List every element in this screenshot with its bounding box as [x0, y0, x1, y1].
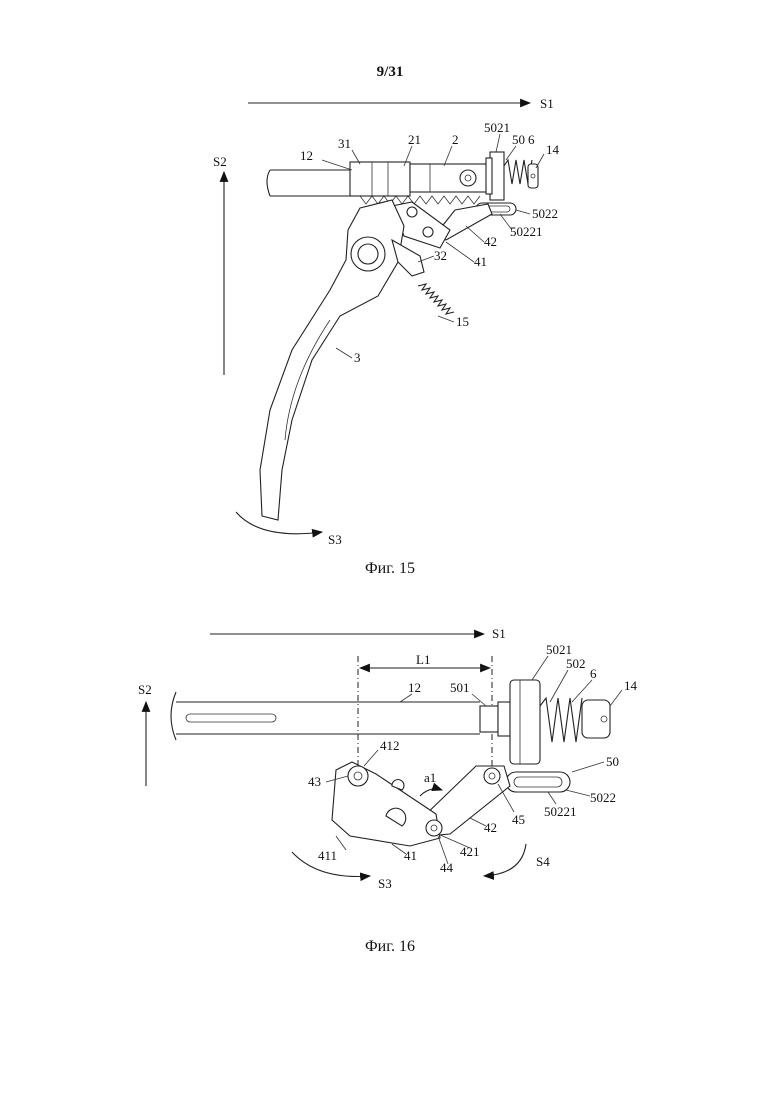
- spring-6: [540, 698, 582, 742]
- spring-15: [418, 284, 454, 314]
- collar-501: [480, 706, 498, 732]
- s3-label: S3: [328, 532, 342, 547]
- figure-15-caption: Фиг. 15: [0, 560, 780, 578]
- label-6: 6: [528, 132, 535, 147]
- label-6: 6: [590, 666, 597, 681]
- label-14: 14: [546, 142, 560, 157]
- label-14: 14: [624, 678, 638, 693]
- label-5022: 5022: [590, 790, 616, 805]
- label-L1: L1: [416, 652, 430, 667]
- label-411: 411: [318, 848, 337, 863]
- rod-12: [267, 170, 350, 196]
- figure-16-caption: Фиг. 16: [0, 938, 780, 956]
- rod-12: [171, 692, 480, 740]
- s2-label: S2: [213, 154, 227, 169]
- label-45: 45: [512, 812, 525, 827]
- l1-dimension: [358, 656, 492, 770]
- label-12: 12: [300, 148, 313, 163]
- end-cap-14: [582, 700, 610, 738]
- label-2: 2: [452, 132, 459, 147]
- s1-label: S1: [492, 626, 506, 641]
- s1-label: S1: [540, 96, 554, 111]
- label-50221: 50221: [510, 224, 543, 239]
- label-5021: 5021: [546, 642, 572, 657]
- label-32: 32: [434, 248, 447, 263]
- rack-housing-2: [350, 162, 490, 204]
- label-502: 502: [566, 656, 586, 671]
- label-412: 412: [380, 738, 400, 753]
- pin-43: [348, 766, 368, 786]
- pin-421: [426, 820, 442, 836]
- figure-16-drawing: S1 S2 L1: [0, 610, 780, 930]
- label-50: 50: [606, 754, 619, 769]
- label-50221: 50221: [544, 804, 577, 819]
- label-3: 3: [354, 350, 361, 365]
- pawl-32: [392, 240, 424, 276]
- s4-label: S4: [536, 854, 550, 869]
- label-a1: a1: [424, 770, 436, 785]
- label-31: 31: [338, 136, 351, 151]
- label-41: 41: [404, 848, 417, 863]
- label-421: 421: [460, 844, 480, 859]
- angle-a1: [420, 789, 442, 796]
- label-50: 50: [512, 132, 525, 147]
- label-12: 12: [408, 680, 421, 695]
- s3-rotation-arrow: [236, 512, 322, 534]
- slot-50221: [506, 772, 570, 792]
- label-44: 44: [440, 860, 454, 875]
- label-5022: 5022: [532, 206, 558, 221]
- figure-15-drawing: S1 S2: [0, 0, 780, 560]
- s4-rotation-arrow: [484, 844, 526, 876]
- trigger-3: [260, 200, 404, 520]
- s3-label: S3: [378, 876, 392, 891]
- label-42: 42: [484, 820, 497, 835]
- pin-45: [484, 768, 500, 784]
- label-42: 42: [484, 234, 497, 249]
- label-21: 21: [408, 132, 421, 147]
- label-41: 41: [474, 254, 487, 269]
- label-5021: 5021: [484, 120, 510, 135]
- s2-label: S2: [138, 682, 152, 697]
- plate-50: [486, 152, 504, 200]
- plate-50: [498, 680, 540, 764]
- label-501: 501: [450, 680, 470, 695]
- label-15: 15: [456, 314, 469, 329]
- label-43: 43: [308, 774, 321, 789]
